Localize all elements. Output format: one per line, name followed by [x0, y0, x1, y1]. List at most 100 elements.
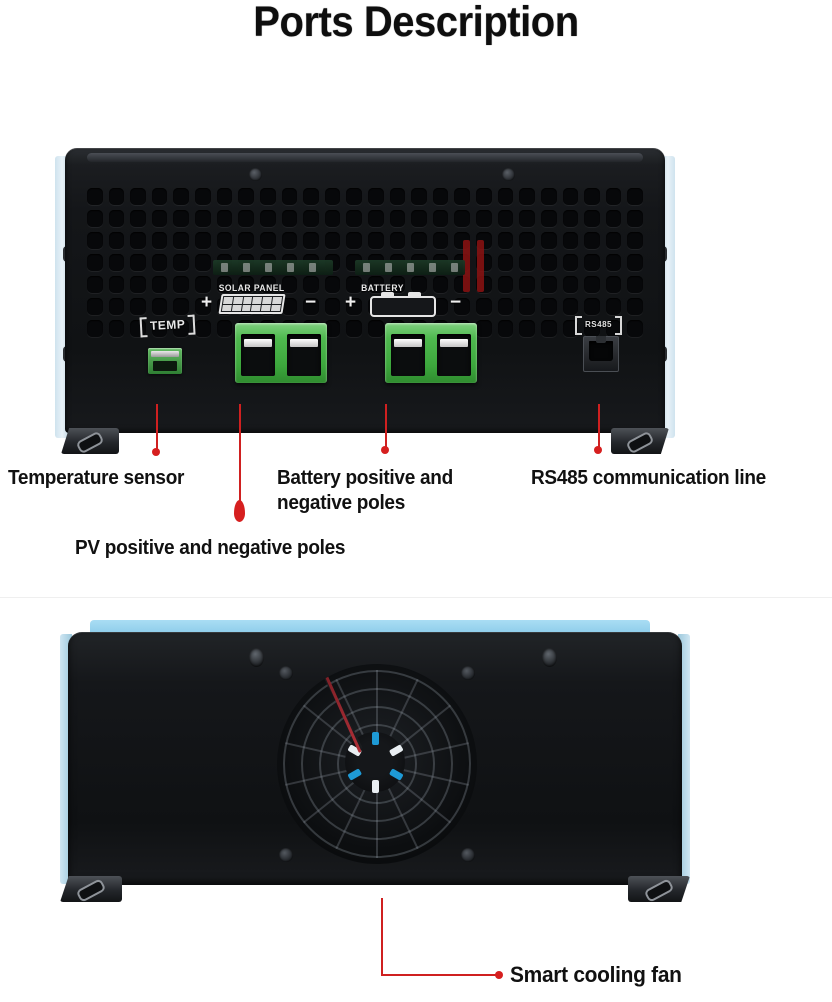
- fan-grille-ring: [337, 724, 417, 804]
- callout-battery-poles: Battery positive and negative poles: [277, 467, 453, 514]
- vent-slot: [238, 210, 254, 227]
- vent-slot: [130, 254, 146, 271]
- vent-slot: [346, 210, 362, 227]
- pcb-pin: [429, 263, 436, 272]
- vent-slot: [216, 276, 233, 293]
- chassis-rear-panel: [68, 632, 682, 885]
- vent-slot: [562, 276, 579, 293]
- vent-slot: [195, 210, 211, 227]
- pcb-pin: [363, 263, 370, 272]
- vent-slot: [346, 232, 362, 249]
- leader-dot-temperature-sensor: [152, 448, 160, 456]
- vent-slot: [605, 254, 622, 271]
- vent-slot: [497, 210, 514, 227]
- silkscreen-label-temp-wrap: TEMP: [143, 316, 192, 334]
- vent-slot: [108, 232, 125, 249]
- solar-cell: [271, 304, 281, 311]
- solar-plus-symbol: +: [201, 292, 213, 313]
- vent-slot: [216, 232, 233, 249]
- pv-positive-terminal[interactable]: [241, 334, 275, 376]
- vent-slot: [627, 298, 643, 315]
- solar-cell: [242, 297, 253, 304]
- fan-grille-ring: [319, 706, 435, 822]
- vent-slot: [130, 210, 146, 227]
- vent-slot: [216, 188, 233, 205]
- vent-slot: [151, 188, 168, 205]
- vent-slot: [173, 254, 190, 271]
- pcb-pin: [243, 263, 250, 272]
- battery-positive-terminal[interactable]: [391, 334, 425, 376]
- temperature-sensor-port[interactable]: [148, 348, 182, 374]
- internal-pcb: [213, 260, 333, 275]
- vent-slot: [562, 320, 579, 337]
- vent-slot: [130, 232, 146, 249]
- fan-hub-segment: [371, 779, 379, 793]
- vent-slot: [519, 254, 535, 271]
- silkscreen-label-rs485-wrap: RS485: [575, 314, 622, 335]
- vent-slot: [87, 320, 103, 337]
- vent-slot: [476, 320, 492, 337]
- silkscreen-label-battery: BATTERY: [361, 283, 404, 293]
- vent-slot: [389, 210, 406, 227]
- vent-slot: [238, 188, 254, 205]
- pcb-pin: [221, 263, 228, 272]
- rs485-port[interactable]: [583, 336, 619, 372]
- mounting-slot: [643, 878, 675, 902]
- battery-negative-terminal[interactable]: [437, 334, 471, 376]
- mounting-slot: [75, 878, 107, 902]
- vent-slot: [195, 254, 211, 271]
- fan-grille-ring: [301, 688, 453, 840]
- vent-slot: [173, 298, 190, 315]
- vent-slot: [281, 210, 298, 227]
- leader-teardrop-pv-poles: [234, 500, 245, 522]
- pcb-pin: [287, 263, 294, 272]
- vent-slot: [281, 276, 298, 293]
- vent-slot: [87, 232, 103, 249]
- vent-slot: [324, 210, 341, 227]
- vent-slot: [238, 276, 254, 293]
- vent-slot: [259, 188, 276, 205]
- vent-slot: [130, 188, 146, 205]
- vent-slot: [562, 188, 579, 205]
- vent-slot: [476, 210, 492, 227]
- vent-slot: [605, 320, 622, 337]
- battery-terminal-block[interactable]: [385, 323, 477, 383]
- vent-slot: [562, 254, 579, 271]
- vent-slot: [432, 232, 449, 249]
- section-divider: [0, 597, 832, 598]
- vent-slot: [540, 320, 557, 337]
- vent-slot: [519, 232, 535, 249]
- vent-slot: [605, 210, 622, 227]
- vent-slot: [195, 276, 211, 293]
- vent-slot: [173, 276, 190, 293]
- vent-slot: [173, 188, 190, 205]
- vent-slot: [562, 210, 579, 227]
- leader-dot-cooling-fan: [495, 971, 503, 979]
- vent-slot: [303, 276, 319, 293]
- fan-screw: [461, 666, 475, 680]
- vent-slot: [108, 298, 125, 315]
- vent-slot: [497, 276, 514, 293]
- battery-minus-symbol: −: [450, 292, 462, 313]
- pv-negative-terminal[interactable]: [287, 334, 321, 376]
- vent-slot: [324, 232, 341, 249]
- pcb-pin: [309, 263, 316, 272]
- chassis-screw: [542, 648, 557, 667]
- vent-slot: [368, 276, 384, 293]
- vent-slot: [346, 276, 362, 293]
- vent-slot: [454, 298, 471, 315]
- leader-line-pv-poles: [239, 404, 241, 508]
- vent-slot: [389, 188, 406, 205]
- fan-grille-spoke: [376, 670, 378, 764]
- vent-slot: [540, 210, 557, 227]
- vent-slot: [432, 298, 449, 315]
- vent-slot: [216, 210, 233, 227]
- vent-slot: [584, 210, 600, 227]
- vent-slot: [432, 276, 449, 293]
- pv-terminal-block[interactable]: [235, 323, 327, 383]
- chassis-screw: [249, 648, 264, 667]
- solar-cell: [231, 304, 242, 311]
- vent-slot: [627, 254, 643, 271]
- solar-cell: [261, 304, 272, 311]
- vent-slot: [605, 276, 622, 293]
